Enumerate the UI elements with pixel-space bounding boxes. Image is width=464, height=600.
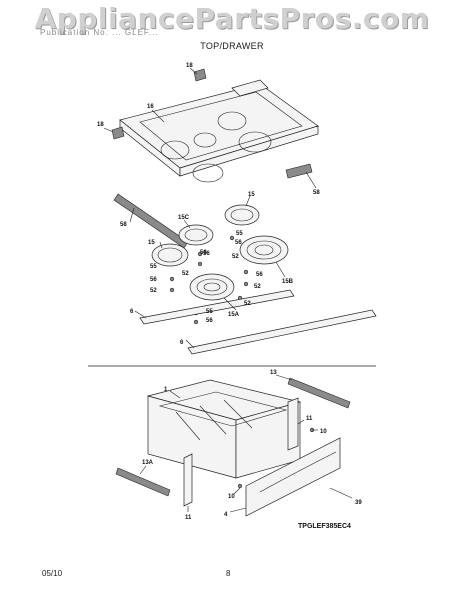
rail-left bbox=[115, 467, 171, 497]
callout-15c: 15C bbox=[178, 215, 190, 221]
callout-55-a: 55 bbox=[236, 231, 243, 237]
drawer-assembly bbox=[146, 379, 302, 479]
callout-18-top: 18 bbox=[186, 63, 193, 69]
callout-18-left: 18 bbox=[97, 122, 104, 128]
callout-10-left: 10 bbox=[228, 494, 235, 500]
element-bracket-upper bbox=[139, 289, 295, 325]
callout-6-upper: 6 bbox=[130, 309, 134, 315]
callout-11-left: 11 bbox=[185, 515, 192, 521]
callout-56-f: 56 bbox=[200, 250, 207, 256]
cooktop-assembly bbox=[119, 79, 319, 183]
callout-56-b: 56 bbox=[203, 251, 210, 257]
footer-date: 05/10 bbox=[42, 569, 63, 578]
watermark-logo: AppliancePartsPros.com bbox=[34, 2, 430, 35]
element-front-right bbox=[239, 235, 289, 265]
callout-56-e: 56 bbox=[206, 318, 213, 324]
callout-52-e: 52 bbox=[244, 301, 251, 307]
callout-58-left: 58 bbox=[120, 222, 127, 228]
burner-ring-rear-right bbox=[217, 111, 247, 131]
callout-39: 39 bbox=[355, 500, 362, 506]
leader-lines-bottom bbox=[139, 374, 353, 513]
callout-4: 4 bbox=[224, 512, 228, 518]
callout-52-b: 52 bbox=[182, 271, 189, 277]
exploded-parts-diagram: 18 18 16 58 58 15 15C 15 15B 15A 55 55 5… bbox=[88, 63, 377, 530]
callout-56-c: 56 bbox=[150, 277, 157, 283]
callout-13: 13 bbox=[270, 370, 277, 376]
callout-13a: 13A bbox=[142, 460, 154, 466]
element-front-center bbox=[189, 273, 235, 301]
diagram-code: TPGLEF385EC4 bbox=[298, 523, 351, 530]
callout-15-rear: 15 bbox=[248, 192, 255, 198]
element-front-left bbox=[151, 243, 189, 267]
callout-56-a: 56 bbox=[235, 240, 242, 246]
section-title: TOP/DRAWER bbox=[200, 41, 264, 51]
callout-6-lower: 6 bbox=[180, 340, 184, 346]
fastener-marks bbox=[169, 235, 249, 325]
burner-ring-front-left bbox=[160, 140, 190, 160]
leader-lines-top bbox=[103, 67, 317, 349]
element-bracket-lower bbox=[187, 309, 377, 355]
cooktop-top-surface bbox=[119, 83, 319, 169]
hinge-bracket-left bbox=[111, 126, 125, 140]
callout-58-right: 58 bbox=[313, 190, 320, 196]
callout-10-right: 10 bbox=[320, 429, 327, 435]
slide-left bbox=[183, 453, 193, 507]
callout-11-right: 11 bbox=[306, 416, 313, 422]
publication-line: Publication No. ... GLEF... bbox=[40, 28, 159, 37]
callout-15a: 15A bbox=[228, 312, 240, 318]
callout-15-front: 15 bbox=[148, 240, 155, 246]
callout-15b: 15B bbox=[282, 279, 294, 285]
slide-right bbox=[287, 397, 299, 451]
hinge-bracket-top bbox=[193, 68, 207, 82]
burner-ring-rear-left bbox=[193, 132, 217, 148]
element-rear-left bbox=[178, 224, 214, 246]
callout-55-b: 55 bbox=[150, 264, 157, 270]
drawer-handle bbox=[259, 451, 337, 493]
element-rear-right bbox=[224, 204, 260, 226]
page-header: AppliancePartsPros.com Publication No. .… bbox=[0, 0, 464, 51]
trim-strip-right bbox=[285, 163, 313, 179]
drawer-bottom-outline bbox=[158, 391, 288, 427]
callout-1: 1 bbox=[164, 387, 168, 393]
rail-right bbox=[287, 377, 351, 409]
callout-52-c: 52 bbox=[150, 288, 157, 294]
callout-52-d: 52 bbox=[254, 284, 261, 290]
footer-page-number: 8 bbox=[226, 569, 231, 578]
surface-elements bbox=[151, 204, 289, 301]
backguard-strip bbox=[231, 79, 269, 97]
callout-56-d: 56 bbox=[256, 272, 263, 278]
drawer-front bbox=[245, 437, 341, 517]
burner-ring-front-center bbox=[192, 163, 224, 183]
burner-ring-front-right bbox=[238, 131, 272, 153]
callout-16: 16 bbox=[147, 104, 154, 110]
callout-55-c: 55 bbox=[206, 309, 213, 315]
callout-52-a: 52 bbox=[232, 254, 239, 260]
glass-outline bbox=[139, 91, 303, 161]
